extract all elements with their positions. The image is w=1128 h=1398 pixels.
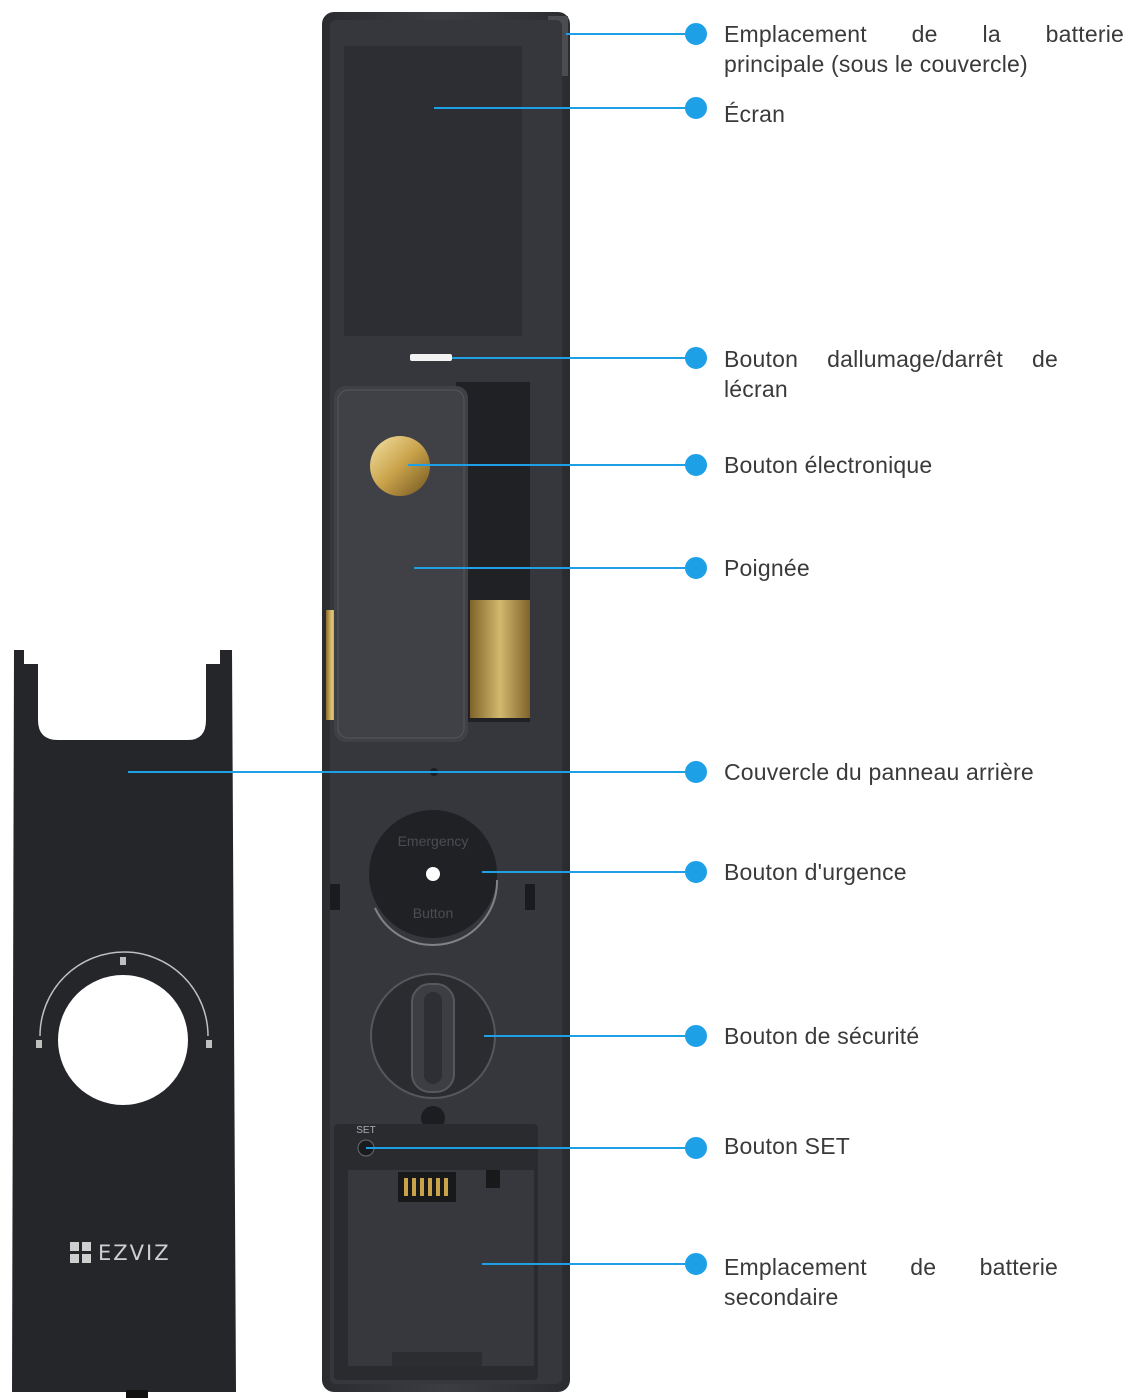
label-screen-power-line1: Bouton dallumage/darrêt de	[724, 344, 1058, 374]
label-set-button-line1: Bouton SET	[724, 1133, 850, 1159]
emergency-top-text: Emergency	[398, 833, 469, 849]
label-set-button: Bouton SET	[724, 1131, 1124, 1161]
leader-dot-screen-power	[686, 348, 706, 368]
leader-dot-set-button	[686, 1138, 706, 1158]
label-safety-knob-line1: Bouton de sécurité	[724, 1023, 919, 1049]
leader-dot-safety-knob	[686, 1026, 706, 1046]
label-back-cover: Couvercle du panneau arrière	[724, 757, 1124, 787]
label-safety-knob: Bouton de sécurité	[724, 1021, 1124, 1051]
label-back-cover-line1: Couvercle du panneau arrière	[724, 759, 1034, 785]
label-handle: Poignée	[724, 553, 1124, 583]
cover-brand-text: EZVIZ	[98, 1241, 171, 1265]
label-secondary-battery: Emplacement de batterie secondaire	[724, 1252, 1058, 1312]
label-electronic-button: Bouton électronique	[724, 450, 1124, 480]
label-screen-power: Bouton dallumage/darrêt de lécran	[724, 344, 1058, 404]
leader-dot-handle	[686, 558, 706, 578]
leader-dot-electronic-button	[686, 455, 706, 475]
label-emergency-button-line1: Bouton d'urgence	[724, 859, 907, 885]
label-main-battery: Emplacement de la batterie principale (s…	[724, 19, 1124, 79]
label-handle-line1: Poignée	[724, 555, 810, 581]
dial-tick-top	[120, 957, 126, 965]
label-screen: Écran	[724, 99, 1124, 129]
leader-dot-main-battery	[686, 24, 706, 44]
label-main-battery-line1: Emplacement de la batterie	[724, 19, 1124, 49]
set-text: SET	[356, 1125, 375, 1136]
label-screen-power-line2: lécran	[724, 374, 1058, 404]
dial-tick-right	[206, 1040, 212, 1048]
lock-screen	[344, 46, 522, 336]
leader-dot-emergency-button	[686, 862, 706, 882]
screen-power-button	[410, 354, 452, 361]
label-electronic-button-line1: Bouton électronique	[724, 452, 932, 478]
lock-body	[322, 12, 570, 1392]
label-emergency-button: Bouton d'urgence	[724, 857, 1124, 887]
back-cover-panel	[12, 650, 236, 1398]
leader-dot-secondary-battery	[686, 1254, 706, 1274]
label-secondary-battery-line1: Emplacement de batterie	[724, 1252, 1058, 1282]
leader-dot-screen	[686, 98, 706, 118]
cover-knob-hole	[58, 975, 188, 1105]
label-secondary-battery-line2: secondaire	[724, 1282, 1058, 1312]
emergency-bottom-text: Button	[413, 905, 453, 921]
label-main-battery-line2: principale (sous le couvercle)	[724, 49, 1124, 79]
dial-tick-left	[36, 1040, 42, 1048]
leader-dot-back-cover	[686, 762, 706, 782]
label-screen-line1: Écran	[724, 101, 785, 127]
